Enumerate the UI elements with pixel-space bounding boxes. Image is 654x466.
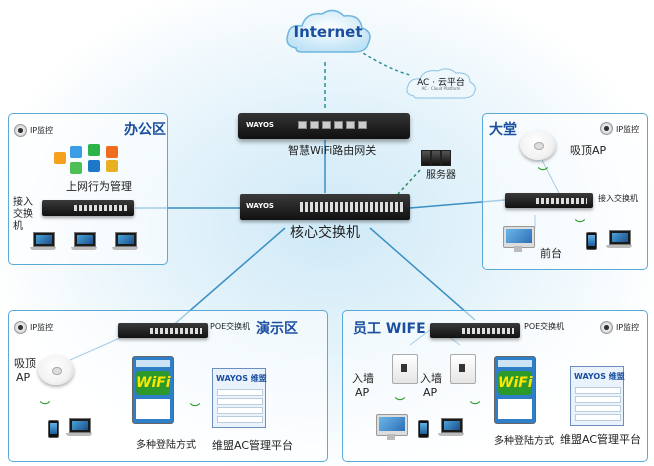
office-title: 办公区 bbox=[124, 122, 166, 138]
ip-camera-icon bbox=[14, 124, 27, 137]
laptop-icon bbox=[438, 418, 464, 437]
wall-ap-icon bbox=[392, 354, 418, 384]
mgmt-logo: WAYOS 维盟 bbox=[574, 372, 625, 381]
cloud-icon bbox=[286, 9, 371, 53]
office-access-switch bbox=[42, 200, 134, 216]
demo-login-methods-label: 多种登陆方式 bbox=[136, 440, 196, 451]
wifi-signal-icon: ︶ bbox=[395, 398, 405, 409]
router-label: 智慧WiFi路由网关 bbox=[288, 144, 377, 157]
demo-poe-switch bbox=[118, 323, 208, 338]
ip-camera-icon bbox=[600, 321, 613, 334]
demo-ac-platform-label: 维盟AC管理平台 bbox=[212, 439, 294, 452]
wall-ap-icon bbox=[450, 354, 476, 384]
phone-icon bbox=[586, 232, 597, 250]
lobby-title: 大堂 bbox=[489, 122, 517, 138]
app-icon bbox=[88, 144, 100, 156]
internet-ac-link bbox=[357, 49, 411, 76]
ac-management-screen: WAYOS 维盟 bbox=[570, 366, 625, 426]
laptop-icon bbox=[112, 232, 138, 251]
core-switch-label: 核心交换机 bbox=[290, 225, 360, 241]
lobby-access-switch-label: 接入交换机 bbox=[598, 194, 638, 203]
internet-cloud: Internet bbox=[282, 6, 374, 60]
staff-title: 员工 WIFE bbox=[353, 321, 426, 337]
behavior-mgmt-label: 上网行为管理 bbox=[66, 180, 132, 193]
lobby-ceiling-ap-label: 吸顶AP bbox=[570, 144, 607, 157]
laptop-icon bbox=[66, 418, 92, 437]
ac-cloud-subtitle: AC · Cloud Platform bbox=[421, 86, 461, 91]
lobby-access-switch bbox=[505, 193, 593, 208]
staff-poe-switch bbox=[430, 323, 520, 338]
ceiling-ap-icon bbox=[520, 130, 556, 160]
wifi-router-gateway: WAYOS bbox=[238, 113, 410, 139]
mgmt-logo: WAYOS 维盟 bbox=[216, 374, 267, 383]
app-icon bbox=[106, 146, 118, 158]
server-icon bbox=[431, 150, 441, 166]
wifi-badge: WiFi bbox=[498, 371, 533, 395]
office-ip-camera-label: IP监控 bbox=[30, 126, 54, 135]
wifi-signal-icon: ︶ bbox=[470, 402, 480, 413]
demo-title: 演示区 bbox=[256, 321, 298, 337]
staff-ip-camera-label: IP监控 bbox=[616, 323, 640, 332]
demo-ip-camera-label: IP监控 bbox=[30, 323, 54, 332]
mobile-login-screen: WiFi bbox=[494, 356, 536, 424]
app-icon bbox=[88, 160, 100, 172]
office-access-switch-label: 接入 交换机 bbox=[13, 197, 33, 232]
server-icon bbox=[441, 150, 451, 166]
staff-ac-platform-label: 维盟AC管理平台 bbox=[560, 433, 642, 446]
cloud-icon bbox=[406, 68, 476, 99]
mobile-login-screen: WiFi bbox=[132, 356, 174, 424]
server-core-link bbox=[397, 169, 421, 195]
wifi-badge: WiFi bbox=[136, 371, 171, 395]
demo-ceiling-ap-label-2: AP bbox=[16, 371, 31, 384]
phone-icon bbox=[48, 420, 59, 438]
ceiling-ap-icon bbox=[38, 355, 74, 385]
laptop-icon bbox=[71, 232, 97, 251]
ac-cloud: AC · 云平台 AC · Cloud Platform bbox=[404, 66, 478, 102]
lobby-ip-camera-label: IP监控 bbox=[616, 125, 640, 134]
desktop-computer-icon bbox=[503, 226, 535, 252]
app-icon bbox=[70, 162, 82, 174]
wifi-signal-icon: ︶ bbox=[575, 220, 585, 231]
laptop-icon bbox=[606, 230, 632, 249]
staff-login-methods-label: 多种登陆方式 bbox=[494, 436, 554, 447]
front-desk-label: 前台 bbox=[540, 247, 562, 260]
app-icon bbox=[106, 160, 118, 172]
desktop-computer-icon bbox=[376, 414, 408, 440]
internet-label: Internet bbox=[293, 23, 363, 41]
wifi-signal-icon: ︶ bbox=[190, 404, 200, 415]
ip-camera-icon bbox=[600, 122, 613, 135]
phone-icon bbox=[418, 420, 429, 438]
staff-wall-ap1-label-1: 入墙 bbox=[352, 372, 374, 385]
staff-wall-ap2-label-1: 入墙 bbox=[420, 372, 442, 385]
demo-poe-switch-label: POE交换机 bbox=[210, 322, 251, 331]
app-icon bbox=[70, 146, 82, 158]
staff-poe-switch-label: POE交换机 bbox=[524, 322, 565, 331]
core-switch: WAYOS bbox=[240, 194, 410, 220]
staff-wall-ap1-label-2: AP bbox=[355, 386, 370, 399]
wifi-signal-icon: ︶ bbox=[538, 168, 548, 179]
app-icon bbox=[54, 152, 66, 164]
demo-ceiling-ap-label-1: 吸顶 bbox=[14, 357, 36, 370]
ip-camera-icon bbox=[14, 321, 27, 334]
laptop-icon bbox=[30, 232, 56, 251]
staff-wall-ap2-label-2: AP bbox=[423, 386, 438, 399]
servers-label: 服务器 bbox=[426, 170, 456, 181]
ac-cloud-title: AC · 云平台 bbox=[417, 78, 465, 88]
ac-management-screen: WAYOS 维盟 bbox=[212, 368, 267, 428]
router-brand: WAYOS bbox=[246, 121, 274, 129]
core-switch-brand: WAYOS bbox=[246, 202, 274, 210]
wifi-signal-icon: ︶ bbox=[40, 402, 50, 413]
core-staff-link bbox=[369, 227, 476, 321]
server-icon bbox=[421, 150, 431, 166]
